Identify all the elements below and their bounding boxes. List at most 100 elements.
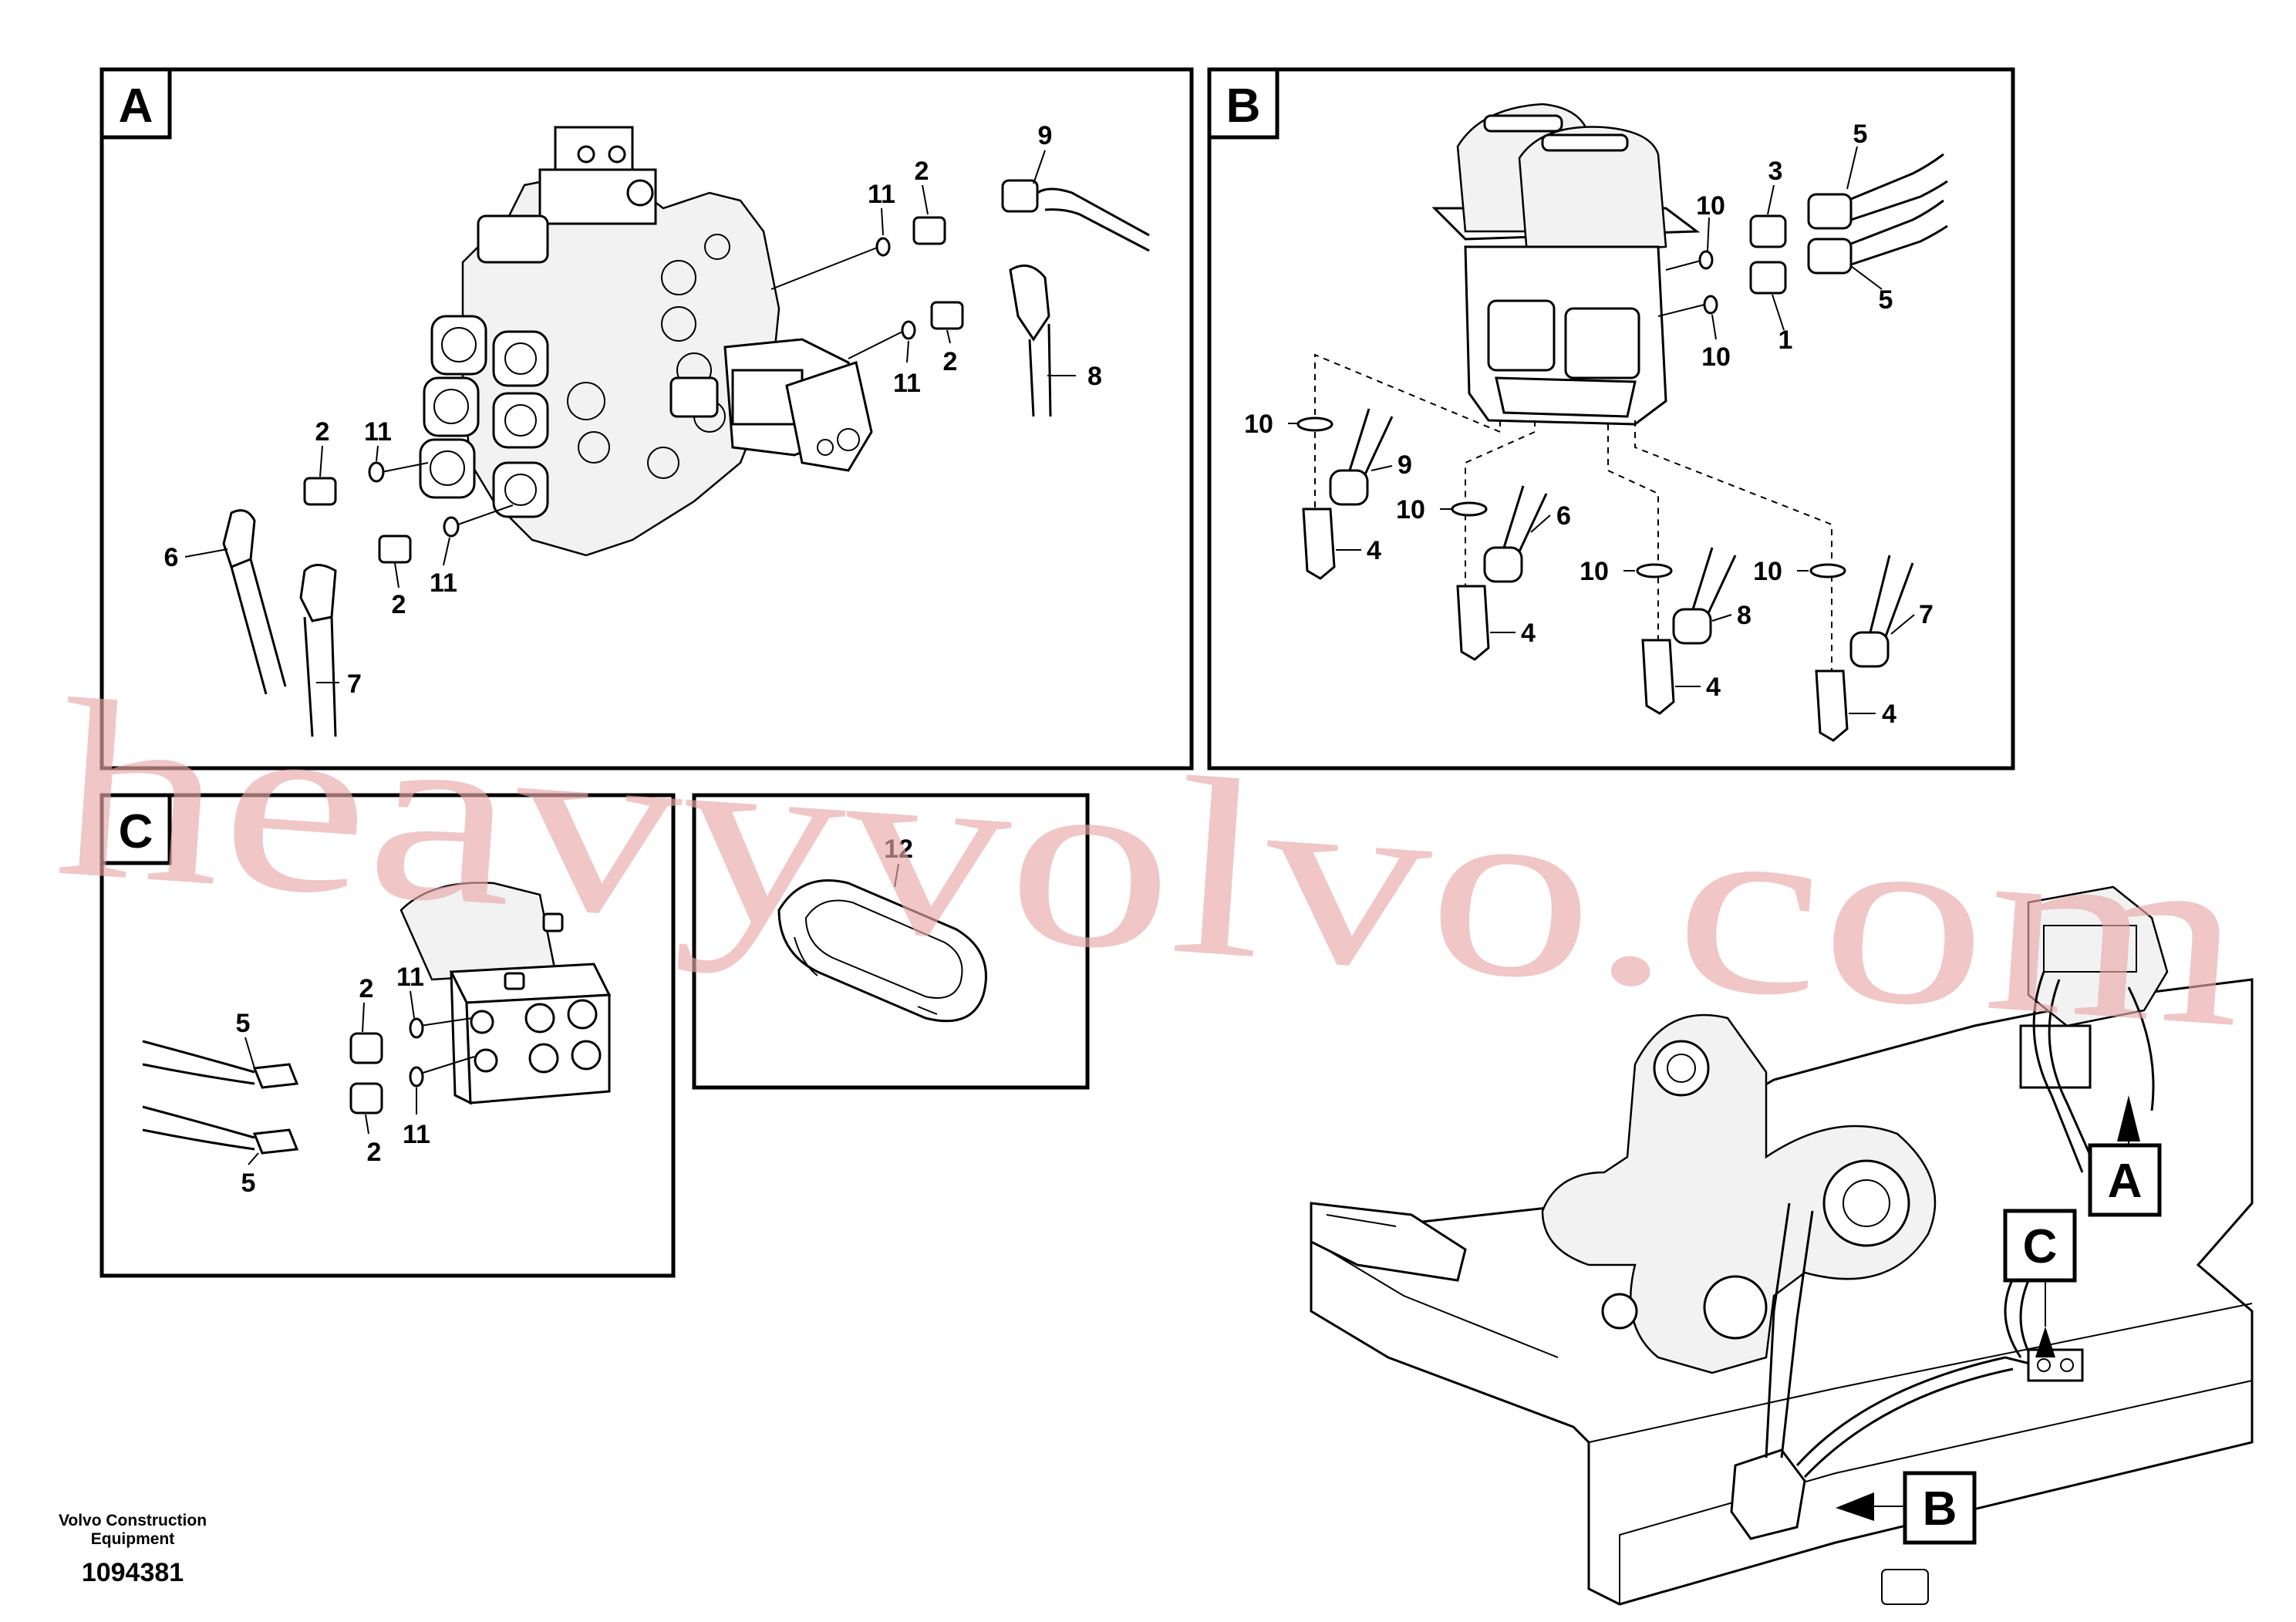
o-ring-11-a3 (368, 461, 385, 483)
panel-a-callouts: 9 11 2 11 2 8 2 11 6 2 11 7 (164, 121, 1102, 699)
company-name-line1: Volvo Construction (59, 1512, 207, 1529)
fitting-group-c (142, 990, 475, 1165)
callout-11: 11 (430, 568, 457, 598)
callout-4: 4 (1706, 673, 1721, 702)
panel-c-callouts: 2 11 5 2 11 5 (236, 963, 430, 1198)
callout-11: 11 (868, 180, 895, 209)
hose-fitting-8-b (1672, 608, 1712, 645)
adapter-2-a2 (930, 301, 964, 330)
fitting-4-a (1302, 508, 1336, 580)
o-ring-10-b6 (1809, 563, 1846, 578)
panel-b: B (1207, 67, 2015, 771)
callout-6: 6 (1556, 501, 1571, 531)
callout-5: 5 (1879, 285, 1893, 315)
callout-9: 9 (1038, 121, 1053, 150)
callout-2: 2 (359, 974, 374, 1003)
panel-b-label: B (1226, 79, 1261, 133)
callout-2: 2 (943, 347, 958, 376)
hose-fitting-9 (1001, 179, 1039, 213)
callout-11: 11 (403, 1120, 430, 1149)
pointer-a (2117, 1095, 2140, 1141)
o-ring-11-a4 (443, 516, 460, 538)
callout-10: 10 (1701, 342, 1731, 372)
o-ring-10-b1 (1698, 250, 1714, 270)
callout-10: 10 (1396, 495, 1425, 524)
fitting-4-b (1456, 585, 1490, 661)
overview-label-b-box (1903, 1471, 1977, 1545)
footer: Volvo Construction Equipment 1094381 (59, 1512, 207, 1587)
callout-11: 11 (396, 963, 424, 992)
overview-label-b: B (1923, 1482, 1957, 1536)
manifold-block-illustration (400, 882, 612, 1105)
callout-12: 12 (884, 835, 913, 864)
hose-fitting-7-b (1849, 631, 1890, 668)
o-ring-10-b5 (1636, 563, 1673, 578)
panel-a: A (99, 67, 1194, 771)
o-ring-10-b3 (1296, 416, 1333, 432)
overview-label-c: C (2023, 1220, 2058, 1273)
hose-fitting-6-b (1483, 546, 1523, 583)
adapter-2-a3 (303, 477, 337, 506)
pedal-valve-illustration (1431, 103, 1701, 426)
callout-6: 6 (164, 543, 179, 572)
callout-11: 11 (893, 369, 921, 398)
callout-9: 9 (1397, 450, 1412, 480)
callout-4: 4 (1882, 700, 1896, 729)
adapter-2-a1 (912, 216, 946, 245)
callout-2: 2 (915, 157, 929, 186)
panel-b-callouts: 5 3 10 5 1 10 10 9 4 10 6 4 10 8 4 10 7 … (1244, 120, 1934, 729)
o-ring-11-a2 (901, 320, 916, 340)
callout-4: 4 (1367, 536, 1381, 565)
hose-fitting-5-top (1807, 193, 1853, 230)
machine-overview-illustration (1310, 885, 2254, 1606)
hose-fitting-5-c2 (252, 1128, 299, 1155)
adapter-3 (1749, 214, 1787, 248)
pointer-b (1836, 1492, 1874, 1521)
port-group-6 (1440, 485, 1551, 661)
o-ring-11-a1 (875, 237, 891, 257)
callout-5: 5 (236, 1009, 251, 1038)
callout-10: 10 (1580, 557, 1609, 586)
overview-labels: A C B (1903, 1143, 2162, 1545)
o-ring-11-c1 (409, 1017, 424, 1039)
hose-fitting-5-bottom (1807, 238, 1853, 275)
callout-7: 7 (347, 669, 362, 699)
callout-2: 2 (315, 417, 330, 447)
fitting-4-d (1815, 669, 1849, 742)
callout-2: 2 (367, 1138, 382, 1167)
fitting-4-c (1641, 639, 1675, 715)
callout-10: 10 (1753, 557, 1782, 586)
callout-10: 10 (1244, 410, 1273, 439)
overview-label-c-box (2003, 1209, 2077, 1283)
panel-c: C (99, 793, 676, 1278)
adapter-1 (1749, 261, 1787, 295)
grommet-illustration (777, 879, 987, 1023)
adapter-2-c1 (349, 1032, 383, 1064)
company-name-line2: Equipment (91, 1530, 175, 1548)
fitting-group-b-right (1657, 146, 1948, 340)
hose-fitting-7 (299, 564, 337, 622)
o-ring-10-b4 (1451, 501, 1488, 517)
control-valve-illustration (419, 126, 873, 557)
port-group-9 (1288, 408, 1394, 580)
callout-3: 3 (1768, 157, 1783, 186)
callout-11: 11 (364, 417, 392, 447)
overview-label-a: A (2108, 1155, 2143, 1208)
callout-10: 10 (1696, 191, 1725, 221)
panel-a-label: A (119, 79, 153, 133)
adapter-2-a4 (378, 534, 412, 564)
hose-fitting-6 (222, 509, 256, 568)
callout-5: 5 (1853, 120, 1868, 149)
port-group-8 (1623, 547, 1737, 715)
callout-5: 5 (241, 1168, 256, 1198)
callout-8: 8 (1087, 362, 1102, 391)
panel-grommet: 12 (692, 793, 1090, 1090)
drawing-number: 1094381 (82, 1558, 184, 1587)
overview-label-a-box (2088, 1143, 2162, 1217)
callout-8: 8 (1737, 601, 1752, 630)
pointer-c (2035, 1327, 2055, 1357)
panel-c-label: C (119, 805, 153, 858)
hose-fitting-5-c1 (252, 1063, 299, 1089)
callout-4: 4 (1521, 619, 1536, 648)
